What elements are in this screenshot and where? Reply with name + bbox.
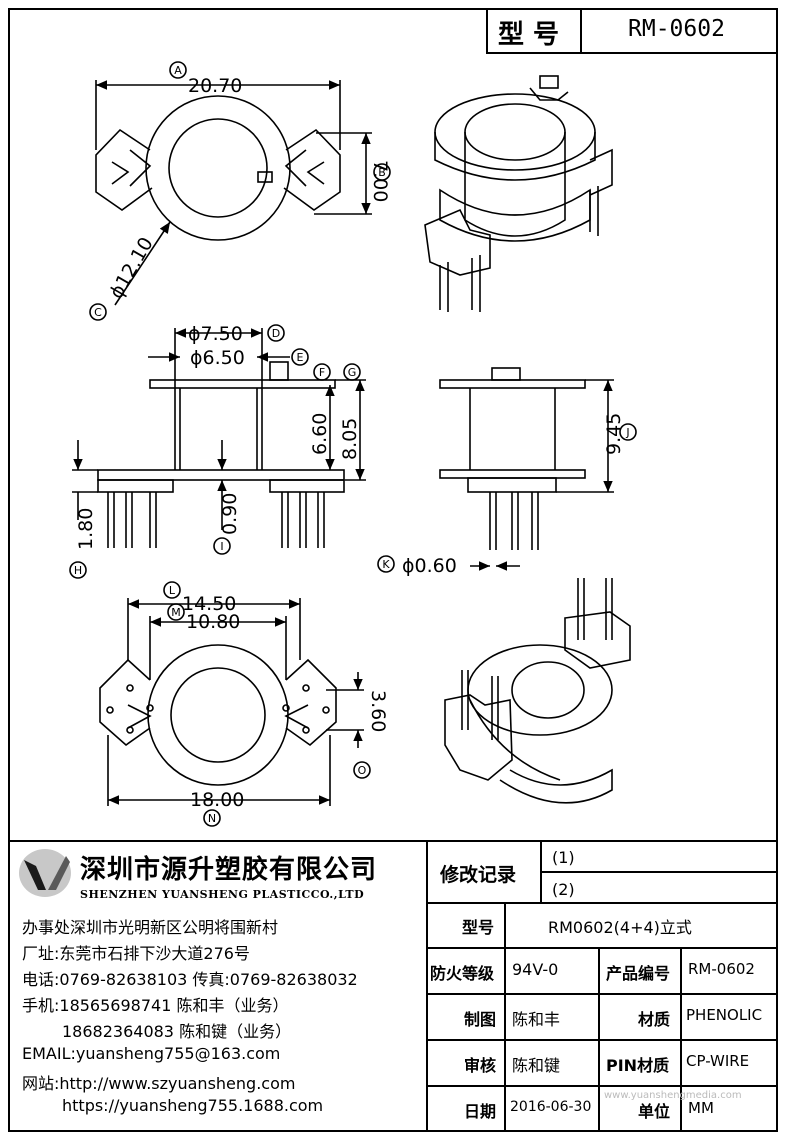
factory-address: 厂址:东莞市石排下沙大道276号 bbox=[22, 944, 250, 963]
dim-a-value: 20.70 bbox=[188, 75, 242, 97]
dim-f-value: 6.60 bbox=[309, 413, 331, 455]
spec-check-value: 陈和键 bbox=[512, 1056, 561, 1075]
dim-m-value: 10.80 bbox=[186, 611, 240, 633]
spec-date-value: 2016-06-30 bbox=[510, 1099, 592, 1115]
dim-l-value: 14.50 bbox=[182, 593, 236, 615]
dim-b-value: 7.00 bbox=[369, 160, 391, 202]
mobile-2: 18682364083 陈和键（业务） bbox=[62, 1022, 292, 1041]
dim-g-value: 8.05 bbox=[339, 418, 361, 460]
spec-pin-label: PIN材质 bbox=[606, 1056, 670, 1075]
label-l: L bbox=[169, 584, 176, 597]
label-b: B bbox=[378, 166, 386, 179]
office-address: 办事处深圳市光明新区公明将围新村 bbox=[22, 918, 279, 937]
spec-fire-label: 防火等级 bbox=[430, 964, 495, 983]
dim-o-value: 3.60 bbox=[367, 690, 389, 732]
dim-i-value: 0.90 bbox=[219, 493, 241, 535]
spec-row-3 bbox=[426, 1039, 778, 1041]
spec-drawn-value: 陈和丰 bbox=[512, 1010, 561, 1029]
spec-col-2 bbox=[598, 947, 600, 1132]
dim-e-value: ϕ6.50 bbox=[190, 347, 245, 369]
revision-1: (1) bbox=[552, 848, 575, 867]
spec-drawn-label: 制图 bbox=[464, 1010, 497, 1029]
dim-h-value: 1.80 bbox=[75, 508, 97, 550]
website-1: 网站:http://www.szyuansheng.com bbox=[22, 1074, 296, 1093]
spec-unit-value: MM bbox=[688, 1099, 714, 1117]
title-box-mid bbox=[580, 8, 582, 54]
spec-row-2 bbox=[426, 993, 778, 995]
title-box-left bbox=[486, 8, 488, 54]
label-k: K bbox=[382, 558, 390, 571]
title-block-top bbox=[8, 840, 778, 842]
dim-d-value: ϕ7.50 bbox=[188, 323, 243, 345]
top-view bbox=[95, 95, 341, 241]
email: EMAIL:yuansheng755@163.com bbox=[22, 1044, 281, 1063]
spec-row-4 bbox=[426, 1085, 778, 1087]
label-m: M bbox=[171, 606, 181, 619]
drawing-frame bbox=[8, 8, 778, 1132]
iso-view-bottom bbox=[444, 578, 631, 804]
spec-material-label: 材质 bbox=[638, 1010, 671, 1029]
dim-k-value: ϕ0.60 bbox=[402, 555, 457, 577]
website-2: https://yuansheng755.1688.com bbox=[62, 1096, 324, 1115]
spec-row-1 bbox=[426, 947, 778, 949]
label-c: C bbox=[94, 306, 102, 319]
label-i: I bbox=[220, 540, 223, 553]
spec-unit-label: 单位 bbox=[638, 1102, 671, 1121]
label-n: N bbox=[208, 812, 216, 825]
spec-model-value: RM0602(4+4)立式 bbox=[548, 918, 692, 937]
company-name-en: SHENZHEN YUANSHENG PLASTICCO.,LTD bbox=[80, 888, 365, 901]
revision-2: (2) bbox=[552, 880, 575, 899]
spec-col-3 bbox=[680, 947, 682, 1132]
header-model-label: 型 号 bbox=[498, 20, 560, 50]
rev-bottom bbox=[426, 902, 778, 904]
dim-c-value: ϕ12.10 bbox=[105, 234, 158, 303]
company-name-cn: 深圳市源升塑胶有限公司 bbox=[80, 855, 378, 885]
label-o: O bbox=[358, 764, 367, 777]
label-j: J bbox=[625, 426, 629, 439]
label-a: A bbox=[174, 64, 182, 77]
side-view bbox=[439, 367, 586, 550]
watermark: www.yuanshengmedia.com bbox=[604, 1090, 742, 1101]
label-e: E bbox=[297, 351, 304, 364]
label-h: H bbox=[74, 564, 82, 577]
header-model-value: RM-0602 bbox=[628, 16, 725, 42]
iso-view-top bbox=[424, 75, 613, 312]
spec-pin-value: CP-WIRE bbox=[686, 1052, 750, 1070]
label-f: F bbox=[319, 366, 325, 379]
spec-material-value: PHENOLIC bbox=[686, 1006, 763, 1024]
dim-n-value: 18.00 bbox=[190, 789, 244, 811]
spec-product-no-value: RM-0602 bbox=[688, 960, 755, 978]
dim-j-value: 9.45 bbox=[603, 413, 625, 455]
spec-product-no-label: 产品编号 bbox=[606, 964, 671, 983]
bottom-view bbox=[99, 644, 337, 786]
revision-label: 修改记录 bbox=[440, 864, 517, 886]
title-box-bottom bbox=[486, 52, 778, 54]
mobile-1: 手机:18565698741 陈和丰（业务） bbox=[22, 996, 289, 1015]
rev-row-line bbox=[540, 871, 778, 873]
company-logo bbox=[19, 849, 71, 897]
title-block-divider bbox=[426, 840, 428, 1132]
spec-check-label: 审核 bbox=[464, 1056, 497, 1075]
spec-model-label: 型号 bbox=[462, 918, 495, 937]
technical-drawing: A B C D E F G H I J K L M N O 20.70 7.00… bbox=[69, 61, 637, 827]
label-d: D bbox=[272, 327, 280, 340]
phone-fax: 电话:0769-82638103 传真:0769-82638032 bbox=[22, 970, 358, 989]
spec-date-label: 日期 bbox=[464, 1102, 497, 1121]
label-g: G bbox=[348, 366, 357, 379]
spec-fire-value: 94V-0 bbox=[512, 960, 559, 979]
spec-col-1 bbox=[504, 902, 506, 1132]
